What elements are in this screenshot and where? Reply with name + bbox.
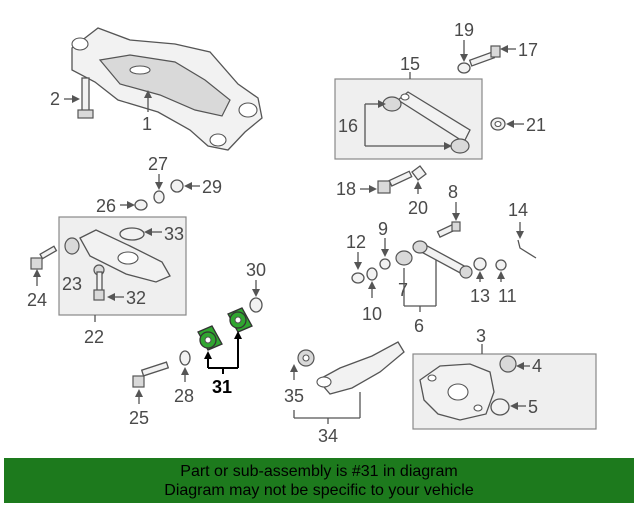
svg-text:20: 20 bbox=[408, 198, 428, 218]
svg-text:2: 2 bbox=[50, 89, 60, 109]
trailing-arm bbox=[297, 341, 405, 395]
crossmember bbox=[71, 27, 263, 151]
bushing-5 bbox=[490, 398, 510, 416]
callout-20: 20 bbox=[408, 181, 428, 218]
callout-21: 21 bbox=[506, 115, 546, 135]
callout-5: 5 bbox=[510, 397, 538, 417]
callout-35: 35 bbox=[284, 364, 304, 406]
svg-text:23: 23 bbox=[62, 274, 82, 294]
svg-text:28: 28 bbox=[174, 386, 194, 406]
bushing-4 bbox=[499, 355, 517, 373]
callout-19: 19 bbox=[454, 20, 474, 62]
knuckle bbox=[419, 363, 495, 421]
callout-17: 17 bbox=[500, 40, 538, 60]
callout-33: 33 bbox=[144, 224, 184, 244]
svg-text:17: 17 bbox=[518, 40, 538, 60]
svg-text:16: 16 bbox=[338, 116, 358, 136]
nut-29 bbox=[170, 179, 184, 193]
svg-text:15: 15 bbox=[400, 54, 420, 74]
svg-text:29: 29 bbox=[202, 177, 222, 197]
svg-text:26: 26 bbox=[96, 196, 116, 216]
link-32 bbox=[93, 264, 105, 301]
info-banner: Part or sub-assembly is #31 in diagram D… bbox=[4, 458, 634, 503]
svg-text:14: 14 bbox=[508, 200, 528, 220]
callout-28: 28 bbox=[174, 367, 194, 406]
svg-text:4: 4 bbox=[532, 356, 542, 376]
nut-30 bbox=[249, 297, 263, 313]
svg-text:32: 32 bbox=[126, 288, 146, 308]
callout-18: 18 bbox=[336, 179, 377, 199]
bolt-17 bbox=[468, 45, 501, 67]
bolt-18 bbox=[377, 170, 413, 194]
washer-27 bbox=[153, 190, 165, 204]
svg-text:11: 11 bbox=[498, 286, 517, 306]
svg-text:13: 13 bbox=[470, 286, 490, 306]
upper-arm bbox=[382, 91, 471, 154]
svg-text:1: 1 bbox=[142, 114, 152, 134]
callout-15: 15 bbox=[400, 54, 420, 79]
svg-text:5: 5 bbox=[528, 397, 538, 417]
bolt-25 bbox=[132, 361, 170, 388]
svg-text:19: 19 bbox=[454, 20, 474, 40]
svg-text:7: 7 bbox=[398, 280, 408, 300]
callout-27: 27 bbox=[148, 154, 168, 190]
bushing-31-right bbox=[227, 307, 253, 333]
banner-line-1: Part or sub-assembly is #31 in diagram bbox=[180, 463, 458, 480]
svg-text:10: 10 bbox=[362, 304, 382, 324]
callout-30: 30 bbox=[246, 260, 266, 297]
callout-24: 24 bbox=[27, 269, 47, 310]
callout-29: 29 bbox=[184, 177, 222, 197]
callout-8: 8 bbox=[448, 182, 460, 221]
svg-text:30: 30 bbox=[246, 260, 266, 280]
callout-32: 32 bbox=[107, 288, 146, 308]
washer-20 bbox=[411, 165, 427, 181]
nut-19 bbox=[457, 62, 471, 74]
callout-13: 13 bbox=[470, 257, 490, 306]
lateral-link bbox=[395, 240, 473, 279]
callout-4: 4 bbox=[516, 356, 542, 376]
parts-diagram: 1 2 15 16 19 bbox=[27, 20, 597, 446]
callout-10: 10 bbox=[362, 267, 382, 324]
bushing-21 bbox=[490, 117, 506, 131]
callout-12: 12 bbox=[346, 232, 366, 284]
lower-arm bbox=[64, 227, 171, 283]
bolt-8 bbox=[436, 221, 461, 238]
svg-text:21: 21 bbox=[526, 115, 546, 135]
callout-31: 31 bbox=[204, 331, 242, 397]
bolt-24 bbox=[30, 245, 58, 270]
svg-text:33: 33 bbox=[164, 224, 184, 244]
callout-6: 6 bbox=[403, 260, 437, 336]
svg-text:34: 34 bbox=[318, 426, 338, 446]
callout-34: 34 bbox=[293, 392, 361, 446]
svg-text:35: 35 bbox=[284, 386, 304, 406]
svg-text:3: 3 bbox=[476, 326, 486, 346]
callout-9: 9 bbox=[378, 219, 391, 270]
svg-text:31: 31 bbox=[212, 377, 232, 397]
callout-23: 23 bbox=[62, 274, 82, 294]
bolt-2 bbox=[77, 77, 94, 119]
svg-text:8: 8 bbox=[448, 182, 458, 202]
callout-1: 1 bbox=[142, 90, 152, 134]
callout-16: 16 bbox=[338, 100, 452, 150]
callout-25: 25 bbox=[129, 389, 149, 428]
svg-text:12: 12 bbox=[346, 232, 366, 252]
callout-7: 7 bbox=[398, 280, 408, 300]
svg-text:18: 18 bbox=[336, 179, 356, 199]
svg-text:25: 25 bbox=[129, 408, 149, 428]
svg-text:9: 9 bbox=[378, 219, 388, 239]
svg-text:27: 27 bbox=[148, 154, 168, 174]
callout-22: 22 bbox=[84, 315, 104, 347]
washer-28 bbox=[179, 350, 191, 366]
washer-26 bbox=[134, 199, 148, 211]
callout-14: 14 bbox=[508, 200, 537, 259]
svg-text:6: 6 bbox=[414, 316, 424, 336]
callout-26: 26 bbox=[96, 196, 135, 216]
svg-text:24: 24 bbox=[27, 290, 47, 310]
callout-3: 3 bbox=[476, 326, 486, 354]
callout-11: 11 bbox=[495, 259, 517, 306]
bushing-31-left bbox=[197, 325, 223, 351]
banner-line-2: Diagram may not be specific to your vehi… bbox=[164, 482, 474, 499]
svg-text:22: 22 bbox=[84, 327, 104, 347]
callout-2: 2 bbox=[50, 89, 80, 109]
